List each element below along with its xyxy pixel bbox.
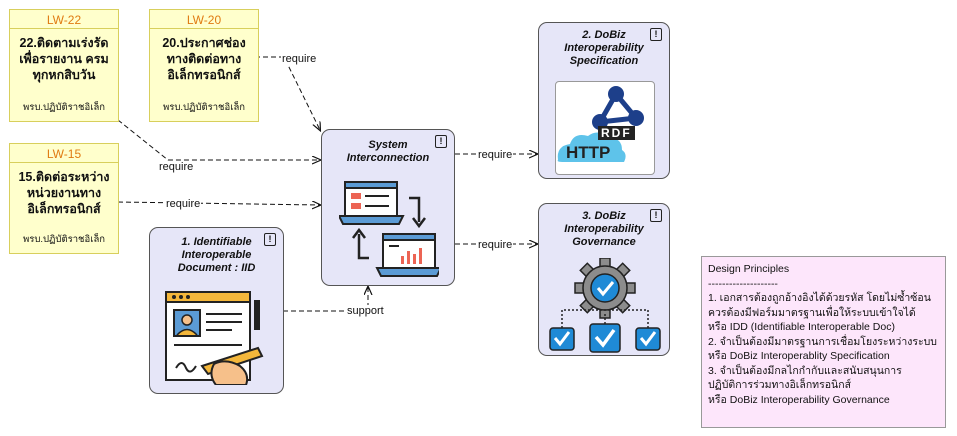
component-title: 2. DoBiz Interoperability Specification — [564, 29, 644, 67]
principle-line: 1. เอกสารต้องถูกอ้างอิงได้ด้วยรหัส โดยไม… — [708, 292, 931, 304]
principle-line: 3. จำเป็นต้องมีกลไกกำกับและสนับสนุนการ — [708, 364, 902, 377]
system-sync-icon — [339, 181, 439, 277]
principle-line: ปฏิบัติการร่วมทางอิเล็กทรอนิกส์ — [708, 379, 851, 391]
requirement-source: พรบ.ปฏิบัติราชอิเล็ก — [22, 102, 106, 113]
edge-label-support: support — [346, 305, 385, 317]
edge-lw20-system — [255, 56, 320, 130]
requirement-title: 15.ติดต่อระหว่าง หน่วยงานทาง อิเล็กทรอนิ… — [18, 170, 110, 216]
requirement-note-lw15[interactable]: LW-15 15.ติดต่อระหว่าง หน่วยงานทาง อิเล็… — [9, 143, 119, 254]
principle-line: หรือ IDD (Identifiable Interoperable Doc… — [708, 321, 895, 333]
requirement-id: LW-22 — [10, 10, 118, 29]
requirement-id: LW-20 — [150, 10, 258, 29]
edge-label-require: require — [158, 161, 195, 173]
warning-icon: ! — [650, 209, 662, 222]
edge-label-require: require — [281, 53, 318, 65]
http-label: HTTP — [566, 143, 611, 162]
component-iid[interactable]: ! 1. Identifiable Interoperable Document… — [149, 227, 284, 394]
component-title: System Interconnection — [346, 139, 430, 164]
component-title: 1. Identifiable Interoperable Document :… — [177, 236, 256, 274]
document-signing-icon — [165, 291, 264, 385]
component-dobiz-spec[interactable]: ! 2. DoBiz Interoperability Specificatio… — [538, 22, 670, 179]
requirement-source: พรบ.ปฏิบัติราชอิเล็ก — [22, 234, 106, 245]
warning-icon: ! — [650, 28, 662, 41]
component-title: 3. DoBiz Interoperability Governance — [564, 210, 644, 248]
governance-gear-icon — [549, 258, 661, 353]
edge-lw15-system — [117, 202, 320, 205]
component-dobiz-governance[interactable]: ! 3. DoBiz Interoperability Governance — [538, 203, 670, 356]
rdf-label: RDF — [598, 126, 635, 140]
component-system-interconnection[interactable]: ! System Interconnection — [321, 129, 455, 286]
principle-line: 2. จำเป็นต้องมีมาตรฐานการเชื่อมโยงระหว่า… — [708, 335, 937, 348]
warning-icon: ! — [264, 233, 276, 246]
requirement-title: 22.ติดตามเร่งรัด เพื่อรายงาน ครม ทุกหกสิ… — [19, 36, 109, 82]
edge-label-require: require — [477, 239, 514, 251]
principles-title: Design Principles — [708, 263, 790, 275]
requirement-note-lw20[interactable]: LW-20 20.ประกาศช่องทางติดต่อทาง อิเล็กทร… — [149, 9, 259, 122]
requirement-note-lw22[interactable]: LW-22 22.ติดตามเร่งรัด เพื่อรายงาน ครม ท… — [9, 9, 119, 122]
requirement-id: LW-15 — [10, 144, 118, 163]
edge-label-require: require — [165, 198, 202, 210]
rdf-http-logo: RDF HTTP — [555, 81, 655, 175]
principle-line: หรือ DoBiz Interoperablity Specification — [708, 350, 890, 362]
principles-separator: -------------------- — [708, 277, 778, 290]
principle-line: หรือ DoBiz Interoperability Governance — [708, 393, 890, 406]
edge-label-require: require — [477, 149, 514, 161]
warning-icon: ! — [435, 135, 447, 148]
principle-line: ควรต้องมีฟอร์มมาตรฐานเพื่อให้ระบบเข้าใจไ… — [708, 306, 916, 319]
edge-lw22-system — [117, 119, 320, 160]
design-principles-note: Design Principles -------------------- 1… — [701, 256, 946, 428]
requirement-title: 20.ประกาศช่องทางติดต่อทาง อิเล็กทรอนิกส์ — [162, 36, 246, 82]
requirement-source: พรบ.ปฏิบัติราชอิเล็ก — [162, 102, 246, 113]
